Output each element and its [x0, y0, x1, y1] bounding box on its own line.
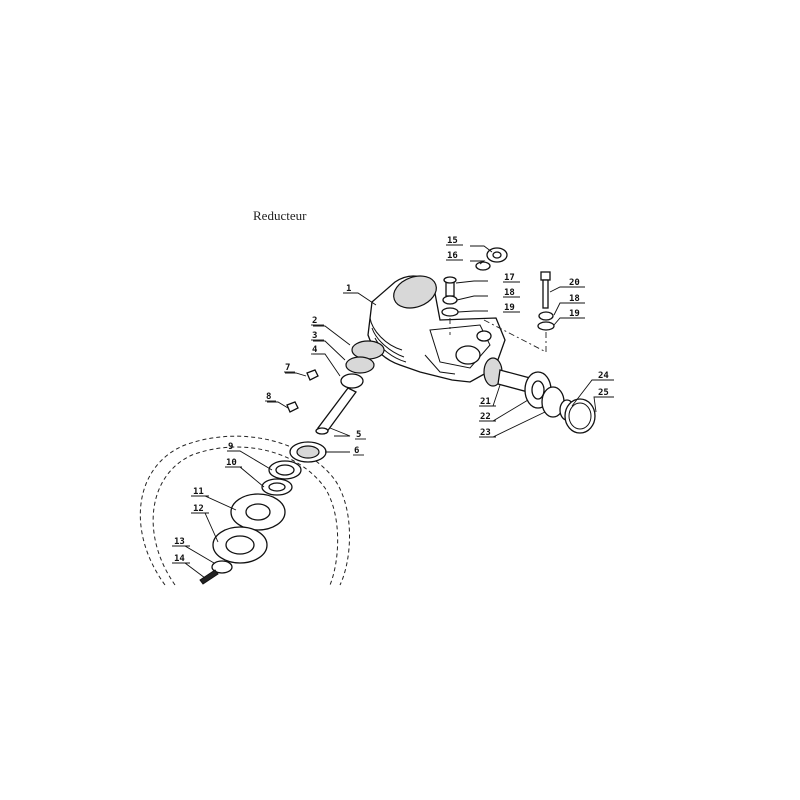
- label-part-4: 4: [312, 345, 318, 355]
- label-part-3: 3: [312, 331, 317, 341]
- label-part-23: 23: [480, 428, 491, 438]
- right-bolt-stack: [483, 271, 555, 353]
- label-part-6: 6: [354, 446, 359, 456]
- label-part-16: 16: [447, 251, 458, 261]
- gearbox-housing: [367, 275, 506, 383]
- label-part-18a: 18: [504, 288, 515, 298]
- label-part-18b: 18: [569, 294, 580, 304]
- label-part-14: 14: [174, 554, 185, 564]
- blade-bolt: [199, 560, 233, 585]
- label-part-12: 12: [193, 504, 204, 514]
- diagram-title: Reducteur: [253, 208, 307, 223]
- label-part-11: 11: [193, 487, 204, 497]
- label-underlines: [173, 244, 614, 564]
- label-part-19a: 19: [504, 303, 515, 313]
- label-part-7: 7: [285, 363, 290, 373]
- lower-bearings: [261, 460, 302, 496]
- vertical-shaft: [289, 340, 385, 463]
- label-part-9: 9: [228, 442, 233, 452]
- left-screw-stack: [441, 276, 459, 335]
- label-part-24: 24: [598, 371, 609, 381]
- label-part-22: 22: [480, 412, 491, 422]
- label-part-10: 10: [226, 458, 237, 468]
- label-part-8: 8: [266, 392, 271, 402]
- blade-hub: [212, 493, 286, 564]
- label-part-25: 25: [598, 388, 609, 398]
- label-part-21: 21: [480, 397, 491, 407]
- reference-labels: 1 2 3 4 5 6 7 8 9 10 11 12 13 14 15 16 1…: [174, 236, 609, 564]
- label-part-15: 15: [447, 236, 458, 246]
- label-part-5: 5: [356, 430, 361, 440]
- label-part-19b: 19: [569, 309, 580, 319]
- blade-outline: [139, 435, 350, 586]
- label-part-1: 1: [346, 284, 351, 294]
- label-part-20: 20: [569, 278, 580, 288]
- label-part-2: 2: [312, 316, 317, 326]
- horizontal-shaft: [483, 357, 596, 434]
- label-part-13: 13: [174, 537, 185, 547]
- label-part-17: 17: [504, 273, 515, 283]
- keys: [286, 369, 319, 413]
